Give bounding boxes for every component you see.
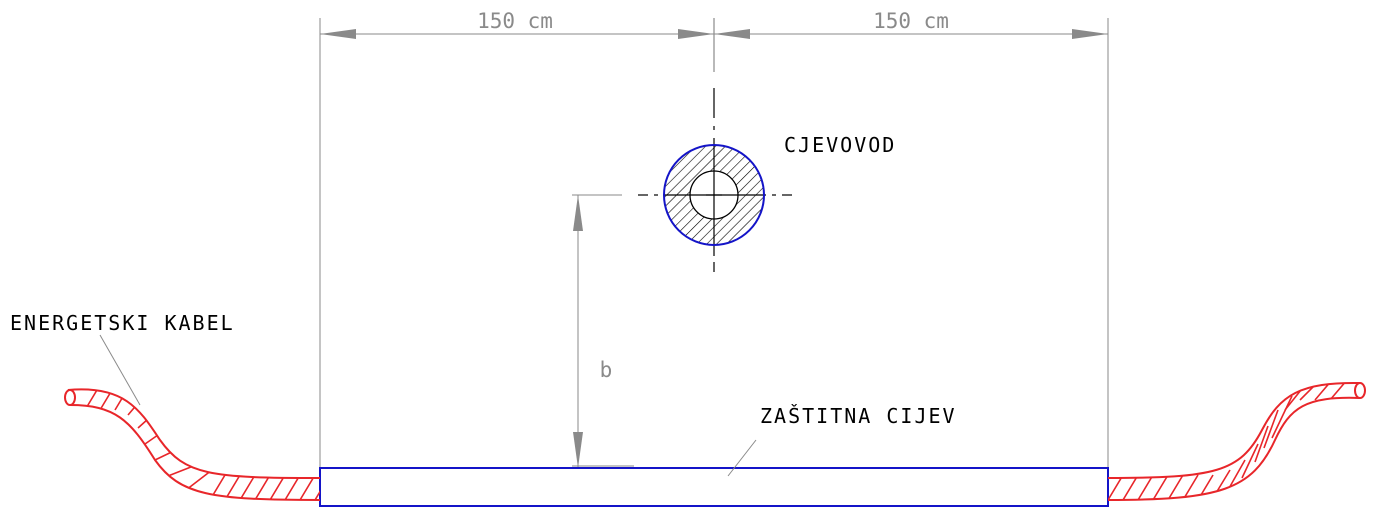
- cable-left-end-cap: [64, 389, 76, 406]
- pipe-outer-circle: [663, 144, 765, 246]
- cable-right-hatch: [1108, 382, 1348, 500]
- depth-label: b: [600, 358, 613, 382]
- depth-dimension: b: [572, 194, 634, 468]
- cable-left-hatch: [84, 389, 320, 500]
- protective-tube: [319, 467, 1109, 507]
- arrow-left-start: [320, 29, 356, 39]
- pipe-label: CJEVOVOD: [784, 133, 896, 157]
- cable-right-end-cap: [1354, 382, 1366, 399]
- horizontal-dimension: 150 cm 150 cm: [320, 9, 1108, 39]
- cable-left-bottom-edge: [69, 404, 321, 501]
- pipe-cross-section: [663, 144, 765, 246]
- dimension-extension-lines: [319, 18, 1109, 468]
- cable-leader-line: [99, 334, 141, 406]
- arrow-right-start: [714, 29, 750, 39]
- cable-left-top-edge: [67, 388, 321, 479]
- cable-right-top-edge: [1107, 381, 1361, 479]
- depth-arrow-top: [573, 195, 583, 231]
- energy-cable-right: [1107, 381, 1366, 501]
- protective-tube-label: ZAŠTITNA CIJEV: [760, 404, 957, 428]
- arrow-right-end: [1072, 29, 1108, 39]
- dimension-label-right: 150 cm: [873, 9, 949, 33]
- energy-cable-left: [64, 388, 321, 501]
- pipe-hatch: [664, 145, 764, 245]
- depth-arrow-bottom: [573, 432, 583, 468]
- dimension-label-left: 150 cm: [477, 9, 553, 33]
- cable-label: ENERGETSKI KABEL: [10, 311, 235, 335]
- tube-leader-line: [727, 439, 757, 477]
- pipe-inner-circle: [689, 170, 739, 220]
- arrow-left-end: [678, 29, 714, 39]
- cable-right-bottom-edge: [1107, 396, 1361, 501]
